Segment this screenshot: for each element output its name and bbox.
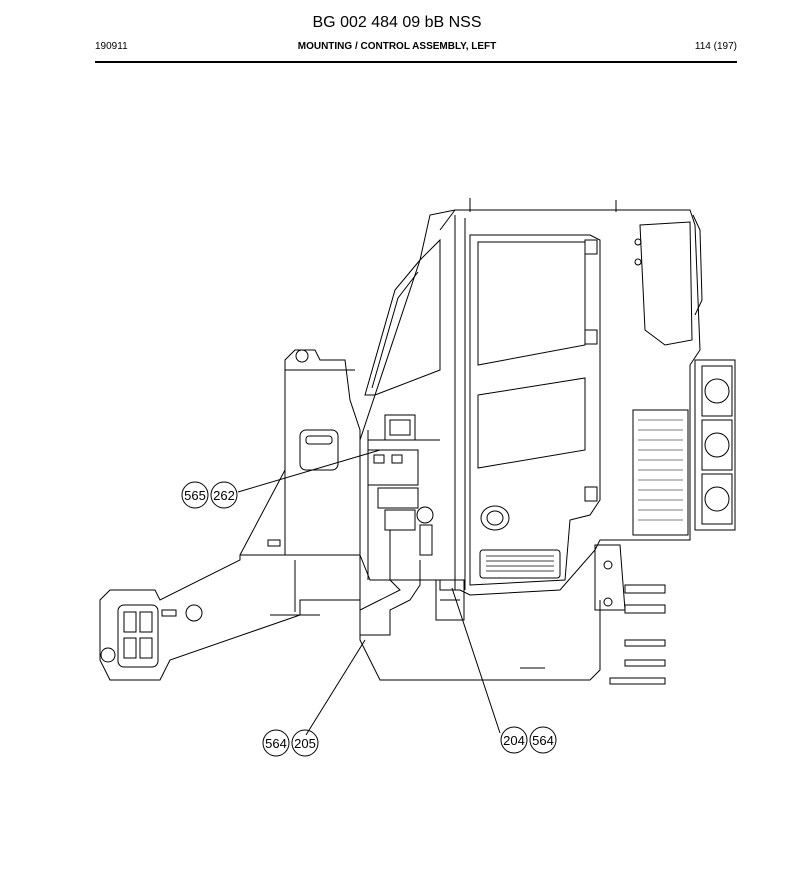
page-number: 114 (197) [694,41,737,52]
date-code: 190911 [95,41,128,52]
callout-bubble [529,726,557,754]
callout-label: 564 [532,733,554,748]
callout-bubble [262,729,290,757]
callout-group-top-left[interactable]: 565 262 [181,481,238,509]
callout-group-bottom-right[interactable]: 204 564 [500,726,557,754]
callout-bubble [210,481,238,509]
callout-bubble [291,729,319,757]
loader-tower [239,349,361,556]
header-rule [95,61,737,63]
callout-label: 262 [213,488,235,503]
engine-hood [632,214,736,536]
section-title: MOUNTING / CONTROL ASSEMBLY, LEFT [297,41,497,52]
callout-label: 565 [184,488,206,503]
callout-label: 204 [503,733,525,748]
callout-bubble [181,481,209,509]
callout-bubble [500,726,528,754]
callout-label: 205 [294,736,316,751]
document-id: BG 002 484 09 bB NSS [312,14,482,31]
cab-body [359,198,701,596]
lower-chassis [359,544,666,685]
leader-lines [237,449,501,736]
callout-group-bottom-left[interactable]: 564 205 [262,729,319,757]
callout-label: 564 [265,736,287,751]
rear-frame [99,554,361,681]
control-assembly [359,414,465,636]
